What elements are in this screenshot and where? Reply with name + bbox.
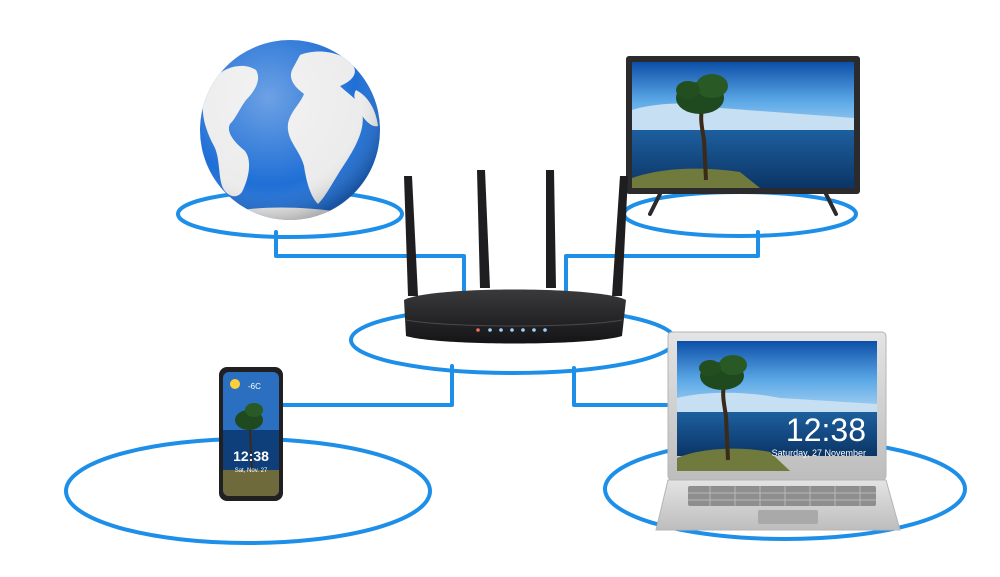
phone-temperature: -6C: [248, 382, 261, 391]
wifi-router-icon: [404, 170, 628, 344]
link-router-internet: [274, 230, 466, 317]
link-router-laptop: [572, 366, 674, 407]
phone-clock: 12:38: [233, 448, 269, 464]
link-router-phone: [280, 364, 454, 407]
smartphone-icon: -6C 12:38 Sat, Nov. 27: [219, 367, 283, 501]
globe-icon: [200, 40, 380, 220]
laptop-clock: 12:38: [786, 412, 866, 448]
smart-tv-icon: [626, 56, 860, 216]
network-links: [274, 230, 760, 407]
phone-date: Sat, Nov. 27: [235, 468, 268, 474]
laptop-icon: 12:38 Saturday, 27 November: [655, 331, 901, 531]
laptop-date: Saturday, 27 November: [772, 448, 866, 458]
link-router-tv: [564, 230, 760, 317]
